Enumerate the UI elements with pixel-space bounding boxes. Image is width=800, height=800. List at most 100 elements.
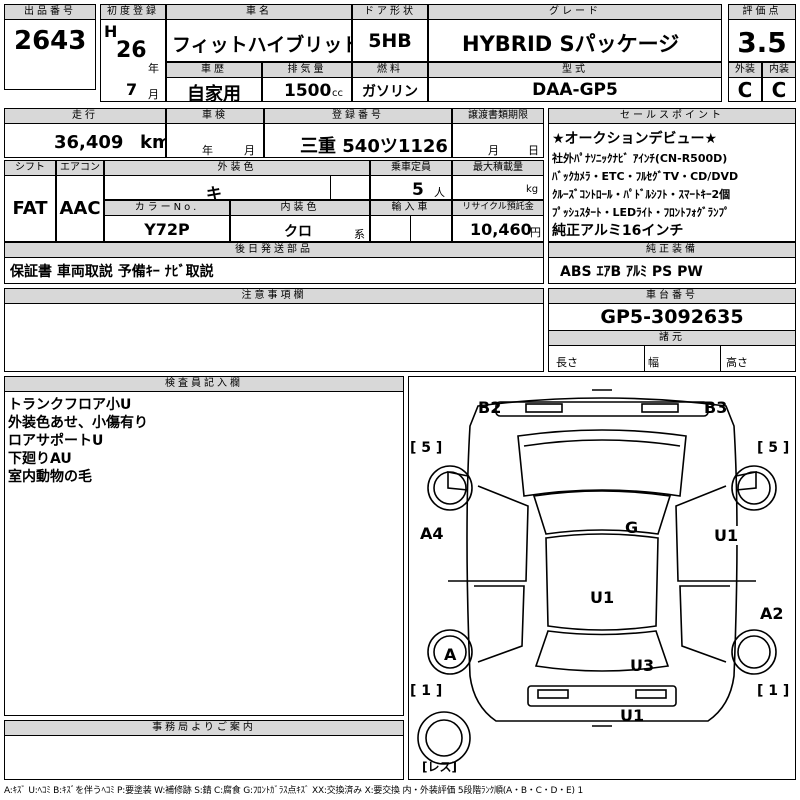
lot-number: 2643: [14, 26, 87, 56]
transfer-label: 譲渡書類期限: [452, 108, 544, 124]
ext-grade: C: [737, 78, 753, 102]
ext-grade-label: 外装: [728, 62, 762, 78]
mileage: 36,409: [54, 132, 124, 153]
standard-equipment-label: 純正装備: [548, 242, 796, 258]
color-no-label: カラーNo.: [104, 200, 230, 216]
first-registration-cell: [100, 4, 166, 102]
dims-divider: [644, 346, 645, 372]
height-label: 高さ: [726, 356, 748, 369]
legend: A:ｷｽﾞ U:ﾍｺﾐ B:ｷｽﾞを伴うﾍｺﾐ P:要塗装 W:補修跡 S:錆 …: [4, 786, 583, 796]
damage-mark-b2: B2: [478, 398, 502, 417]
standard-equipment: ABS ｴｱB ｱﾙﾐ PS PW: [560, 264, 703, 280]
model: DAA-GP5: [532, 80, 618, 100]
car-name: フィットハイブリッド: [172, 34, 362, 56]
damage-mark-u1-bumper: U1: [620, 706, 645, 725]
dims-label: 諸元: [548, 330, 796, 346]
sales-points-box: [548, 108, 796, 242]
later-parts-label: 後日発送部品: [4, 242, 544, 258]
grade: HYBRID Sパッケージ: [462, 32, 680, 56]
capacity: 5: [412, 180, 424, 200]
load-label: 最大積載量: [452, 160, 544, 176]
ac: AAC: [59, 198, 101, 219]
sales-point-line: ｸﾙｰｽﾞｺﾝﾄﾛｰﾙ・ﾊﾟﾄﾞﾙｼﾌﾄ・ｽﾏｰﾄｷｰ2個: [552, 188, 731, 201]
chassis-number: GP5-3092635: [600, 306, 744, 328]
displacement-label: 排気量: [262, 62, 352, 78]
damage-mark-g: G: [625, 518, 639, 537]
sales-point-line: 純正アルミ16インチ: [552, 223, 684, 239]
length-label: 長さ: [556, 356, 578, 369]
sales-point-line: ﾊﾞｯｸｶﾒﾗ・ETC・ﾌﾙｾｸﾞTV・CD/DVD: [552, 170, 739, 183]
lot-number-label: 出品番号: [4, 4, 96, 20]
color-no: Y72P: [144, 220, 190, 239]
reg-month-unit: 月: [148, 88, 159, 101]
car-diagram: [417, 389, 777, 765]
load-unit: kg: [526, 184, 539, 195]
shift-label: シフト: [4, 160, 56, 176]
history-label: 車歴: [166, 62, 262, 78]
car-name-label: 車名: [166, 4, 352, 20]
sales-point-line: 社外ﾊﾟﾅｿﾆｯｸﾅﾋﾞ ｱｲﾝﾁ(CN-R500D): [552, 152, 728, 165]
displacement: 1500: [284, 81, 332, 101]
transfer-day-unit: 日: [528, 144, 539, 157]
door-label: ドア形状: [352, 4, 428, 20]
plate-number: 三重 540ツ1126: [300, 136, 448, 157]
later-parts: 保証書 車両取説 予備ｷｰ ﾅﾋﾞ取説: [10, 264, 214, 280]
sales-point-line: ﾌﾟｯｼｭｽﾀｰﾄ・LEDﾗｲﾄ・ﾌﾛﾝﾄﾌｫｸﾞﾗﾝﾌﾟ: [552, 206, 730, 219]
office-label: 事務局よりご案内: [4, 720, 404, 736]
inspection-label: 車検: [166, 108, 264, 124]
sales-point-line: ★オークションデビュー★: [552, 131, 718, 147]
capacity-unit: 人: [434, 186, 445, 199]
dims-divider: [720, 346, 721, 372]
damage-mark-a4: A4: [420, 524, 444, 543]
damage-mark-a2: A2: [760, 604, 784, 623]
fuel: ガソリン: [362, 84, 418, 100]
inspection-month-unit: 月: [244, 144, 255, 157]
tire-tread-rear-left: [ 1 ]: [410, 683, 443, 699]
inspector-line: 外装色あせ、小傷有り: [8, 415, 148, 431]
inspector-line: ロアサポートU: [8, 433, 104, 449]
score: 3.5: [737, 26, 787, 59]
width-label: 幅: [648, 356, 659, 369]
recycle-fee: 10,460: [470, 220, 532, 239]
import-divider: [410, 216, 411, 242]
reg-month: 7: [126, 80, 138, 99]
int-grade: C: [771, 78, 787, 102]
model-label: 型式: [428, 62, 722, 78]
fuel-label: 燃料: [352, 62, 428, 78]
first-registration-label: 初度登録: [100, 4, 166, 20]
plate-label: 登録番号: [264, 108, 452, 124]
color: キ: [206, 184, 223, 203]
damage-mark-a: A: [444, 645, 457, 664]
score-label: 評価点: [728, 4, 796, 20]
shift: FAT: [12, 198, 48, 219]
damage-mark-u1-door: U1: [714, 526, 739, 545]
mileage-label: 走行: [4, 108, 166, 124]
color-divider: [330, 176, 331, 200]
era: H: [104, 22, 118, 41]
door-type: 5HB: [368, 30, 412, 52]
mileage-unit: km: [140, 132, 171, 153]
reg-year: 26: [116, 38, 147, 63]
inspector-box: [4, 376, 404, 716]
recycle-label: リサイクル預託金: [452, 200, 544, 216]
import-label: 輸入車: [370, 200, 452, 216]
color-label: 外装色: [104, 160, 370, 176]
interior-color-unit: 系: [354, 228, 365, 241]
ac-label: エアコン: [56, 160, 104, 176]
sales-points-label: セールスポイント: [548, 108, 796, 124]
reg-year-unit: 年: [148, 62, 159, 75]
notes-label: 注意事項欄: [4, 288, 544, 304]
damage-diagram-box: [408, 376, 796, 780]
damage-mark-b3: B3: [704, 398, 728, 417]
history: 自家用: [187, 84, 241, 105]
damage-mark-u3: U3: [630, 656, 655, 675]
spare-tire: [レス]: [422, 760, 457, 774]
inspection-year-unit: 年: [202, 144, 213, 157]
inspector-line: 室内動物の毛: [8, 469, 92, 485]
chassis-label: 車台番号: [548, 288, 796, 304]
inspector-label: 検査員記入欄: [4, 376, 404, 392]
transfer-month-unit: 月: [488, 144, 499, 157]
tire-tread-rear-right: [ 1 ]: [757, 683, 790, 699]
interior-color-label: 内装色: [230, 200, 370, 216]
grade-label: グレード: [428, 4, 722, 20]
